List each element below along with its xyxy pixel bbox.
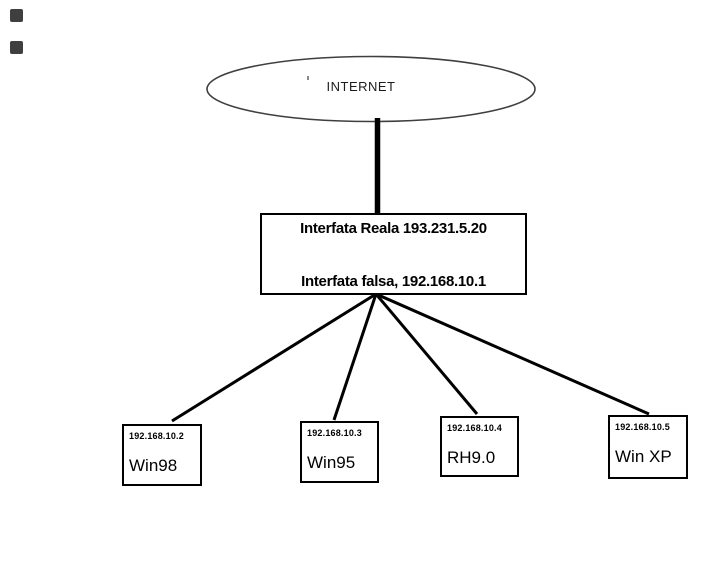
host-box-win98: 192.168.10.2 Win98 bbox=[122, 424, 202, 486]
internet-cloud-ellipse bbox=[206, 55, 536, 123]
host-box-win95: 192.168.10.3 Win95 bbox=[300, 421, 379, 483]
link-router-host1 bbox=[171, 292, 377, 423]
host-box-winxp: 192.168.10.5 Win XP bbox=[608, 415, 688, 479]
host-os-label: RH9.0 bbox=[447, 448, 496, 467]
host-ip-label: 192.168.10.4 bbox=[447, 423, 502, 433]
host-ip-label: 192.168.10.2 bbox=[129, 431, 184, 441]
stray-speck bbox=[307, 76, 309, 80]
link-router-host4 bbox=[375, 292, 650, 416]
router-box: Interfata Reala 193.231.5.20 Interfata f… bbox=[260, 213, 527, 295]
link-router-host3 bbox=[374, 293, 479, 415]
host-ip-label: 192.168.10.5 bbox=[615, 422, 670, 432]
link-router-host2 bbox=[332, 293, 378, 421]
host-ip-label: 192.168.10.3 bbox=[307, 428, 362, 438]
small-square-marker-icon bbox=[10, 41, 23, 54]
internet-label: INTERNET bbox=[326, 79, 396, 94]
host-os-label: Win98 bbox=[129, 456, 178, 475]
host-box-rh90: 192.168.10.4 RH9.0 bbox=[440, 416, 519, 477]
router-fake-interface-label: Interfata falsa, 192.168.10.1 bbox=[301, 273, 486, 290]
small-square-marker-icon bbox=[10, 9, 23, 22]
router-real-interface-label: Interfata Reala 193.231.5.20 bbox=[300, 220, 487, 237]
host-os-label: Win95 bbox=[307, 453, 356, 472]
host-os-label: Win XP bbox=[615, 447, 672, 466]
